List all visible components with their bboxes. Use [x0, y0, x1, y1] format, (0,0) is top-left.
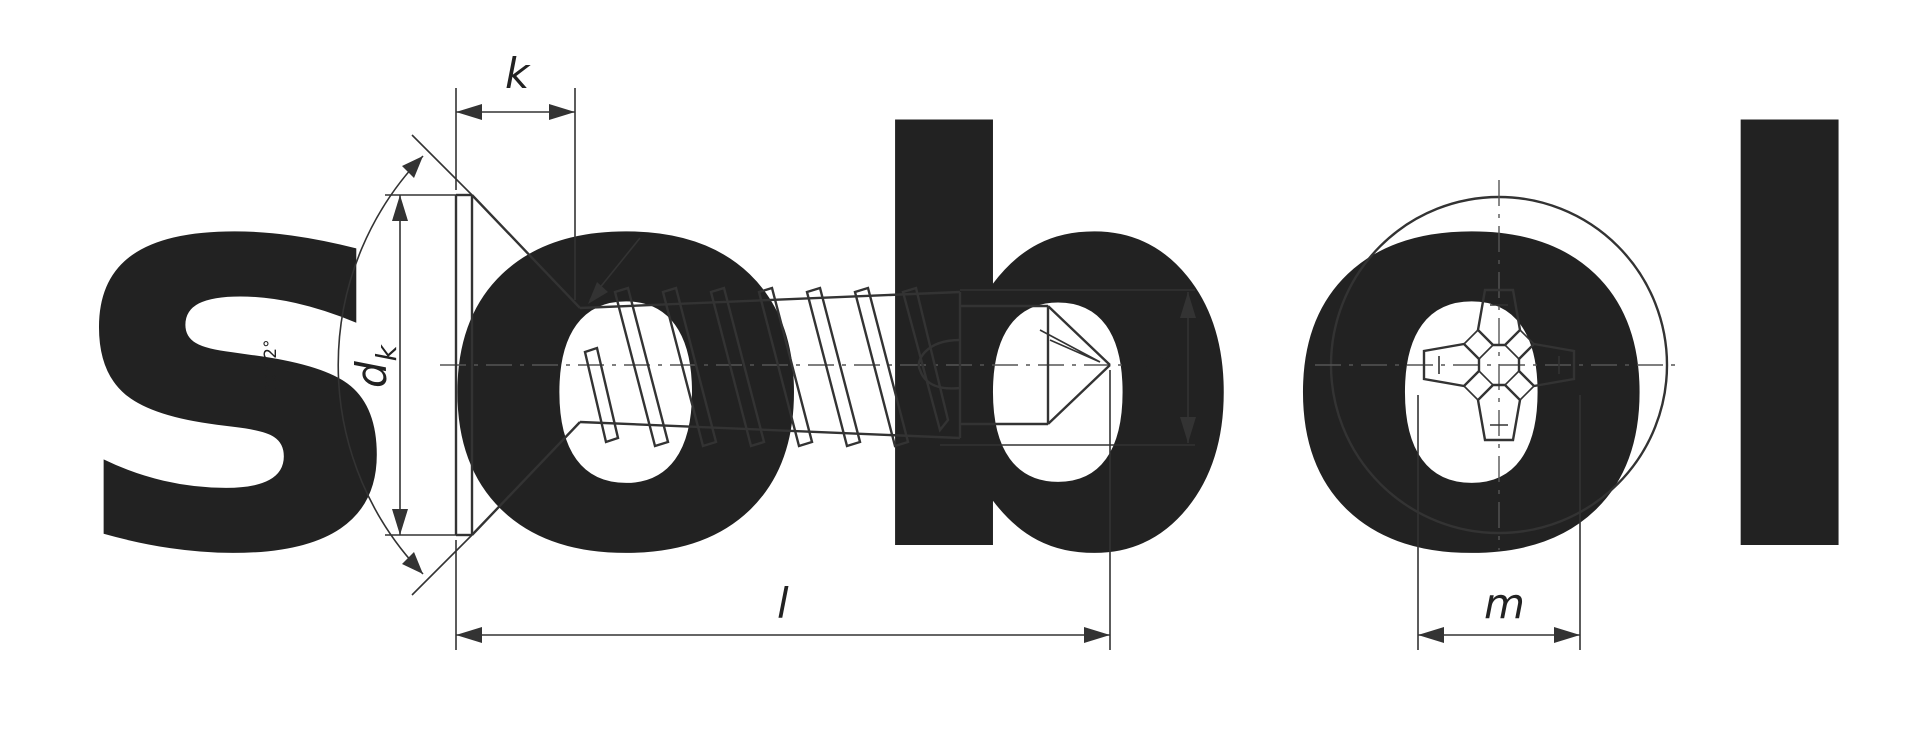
label-l: l: [777, 579, 789, 628]
dimension-m: m: [1417, 395, 1581, 650]
drill-point: [960, 304, 1111, 426]
dimension-k: k: [455, 49, 576, 300]
watermark: sobolt: [70, 26, 1920, 678]
label-k: k: [505, 49, 531, 98]
dimension-angle: 90°-2°: [261, 134, 473, 596]
drill-flute: [917, 338, 961, 390]
screw-top-view: m: [1315, 180, 1683, 650]
screw-thread: [583, 286, 950, 448]
screw-head: [454, 193, 581, 537]
label-dk: dk: [347, 343, 403, 388]
dimension-dk: dk: [347, 194, 456, 536]
phillips-recess: [1422, 288, 1576, 442]
dimension-d: d: [940, 289, 1196, 446]
label-r: r: [626, 235, 634, 255]
screw-shank: [579, 290, 962, 440]
dimension-l: l: [455, 370, 1111, 650]
screw-side-view: k dk 90°-2° r: [261, 49, 1196, 650]
label-angle: 90°-2°: [261, 339, 281, 395]
label-d: d: [1129, 348, 1178, 375]
dimension-r: r: [588, 235, 641, 304]
label-m: m: [1484, 579, 1525, 628]
